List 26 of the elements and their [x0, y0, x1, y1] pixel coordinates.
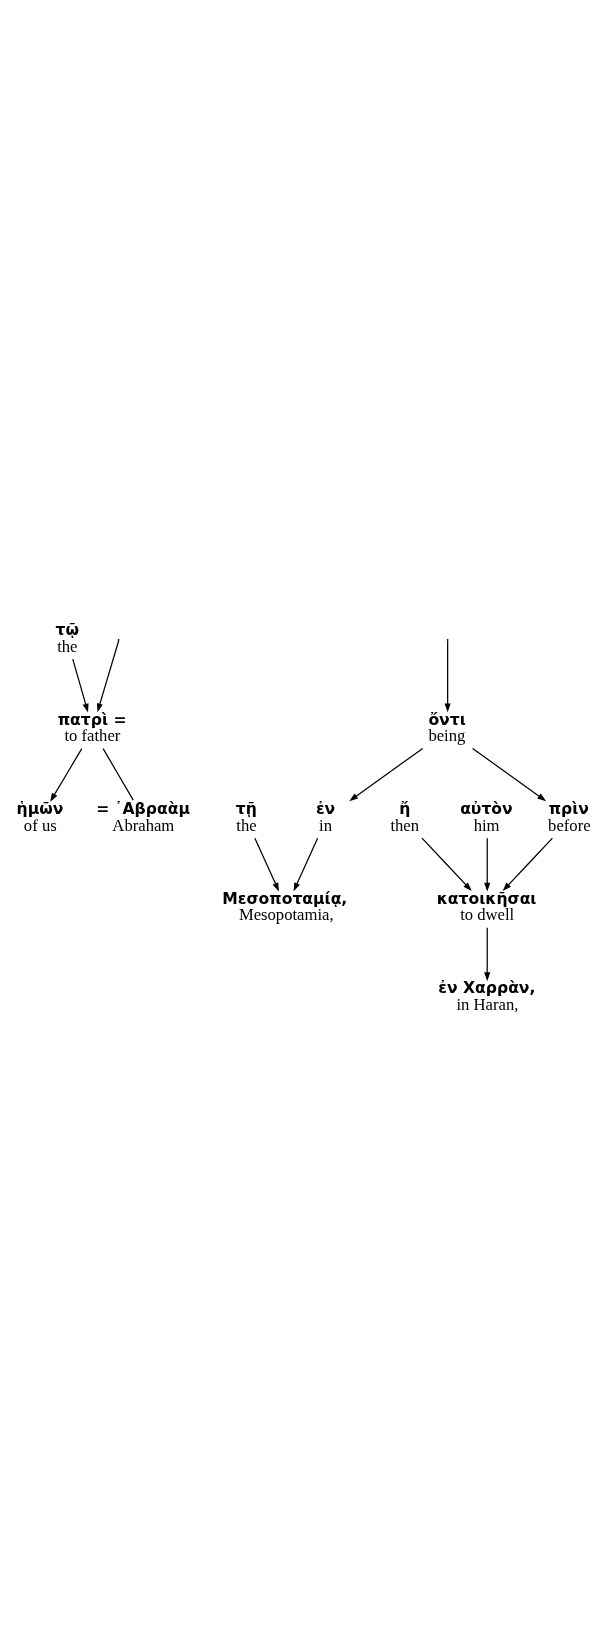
- arrow: [444, 639, 451, 712]
- arrow: [471, 747, 547, 801]
- node-text: τῇ the: [235, 799, 257, 835]
- node-text: κατοικῆσαι to dwell: [436, 889, 537, 924]
- node-text: αὐτὸν him: [460, 799, 513, 835]
- arrow: [97, 639, 120, 712]
- node-text: πρὶν before: [548, 799, 591, 835]
- node-text: πατρὶ = to father: [57, 710, 127, 745]
- arrow: [72, 657, 89, 712]
- node-text: ἐν in: [315, 799, 336, 835]
- arrow: [484, 926, 491, 981]
- node-text: ἤ then: [390, 799, 420, 835]
- node-text: ἐν Χαρρὰν, in Haran,: [438, 978, 536, 1014]
- node-text: = ᾿Αβραὰμ Abraham: [96, 799, 190, 835]
- arrow: [254, 837, 279, 891]
- node-text: ἡμῶν of us: [16, 799, 64, 835]
- node-text: Μεσοποταμίᾳ, Mesopotamia,: [222, 889, 348, 924]
- connector: [102, 747, 134, 801]
- arrow: [421, 837, 472, 891]
- arrow: [293, 837, 319, 891]
- arrow: [349, 747, 424, 801]
- node-text: ὄντι being: [428, 710, 466, 745]
- arrow: [484, 837, 491, 892]
- node-text: τῷ the: [55, 620, 80, 656]
- arrow: [502, 837, 554, 891]
- arrow: [50, 747, 83, 802]
